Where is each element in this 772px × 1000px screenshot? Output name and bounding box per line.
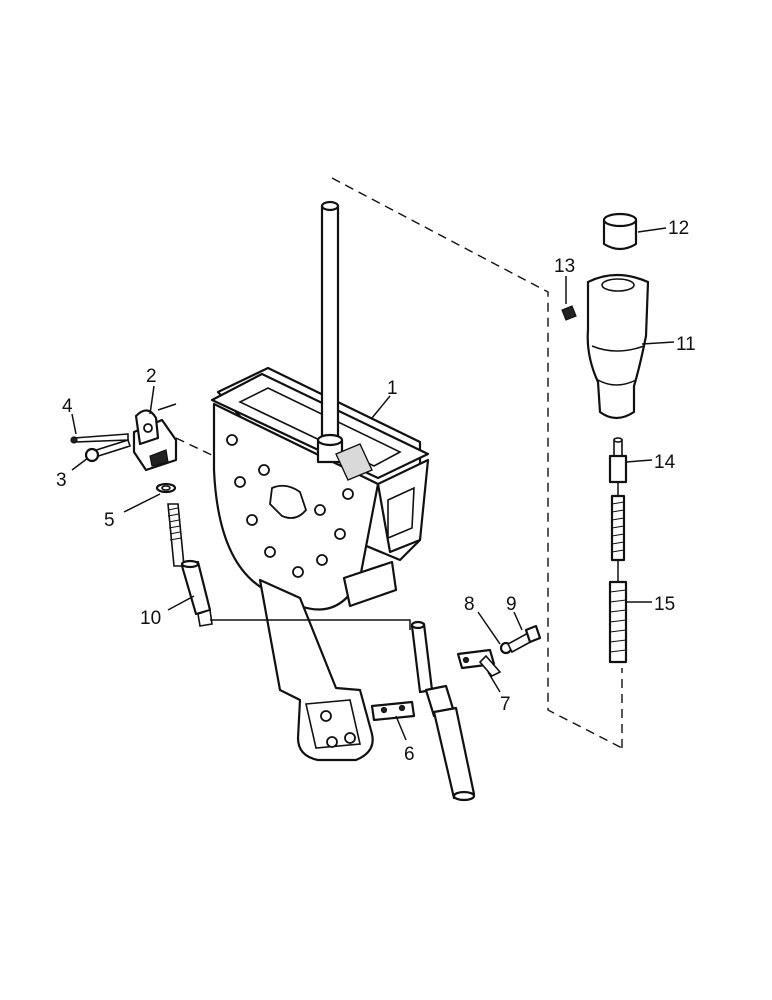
part-1-shift-housing: [210, 200, 430, 762]
part-15-thread: [609, 501, 627, 653]
housing-plate-holes: [226, 434, 354, 578]
callout-9: 9: [506, 594, 517, 615]
part-7-clip: [456, 648, 502, 677]
callout-14: 14: [654, 452, 676, 473]
part-9-bolt: [506, 624, 542, 654]
callout-6: 6: [404, 744, 415, 765]
callout-3: 3: [56, 470, 67, 491]
part-13-set-screw: [561, 305, 577, 321]
part-3-pin: [84, 439, 132, 463]
callout-1: 1: [387, 378, 398, 399]
part-2-clevis: [132, 403, 178, 472]
callout-4: 4: [62, 396, 73, 417]
part-14-sleeve: [608, 437, 628, 484]
part-5-washer: [155, 482, 177, 494]
part-4-screw: [70, 433, 129, 444]
part-10-thread: [167, 507, 182, 541]
assembly-alignment-line: [175, 177, 623, 749]
callout-5: 5: [104, 510, 115, 531]
callout-7: 7: [500, 694, 511, 715]
callout-labels: 1 2 3 4 5 6 7 8 9 10 11 12 13 14 15: [56, 218, 696, 765]
callout-12: 12: [668, 218, 689, 239]
callout-11: 11: [676, 334, 696, 355]
callout-10: 10: [140, 608, 161, 629]
callout-2: 2: [146, 366, 157, 387]
callout-13: 13: [554, 256, 575, 277]
callout-8: 8: [464, 594, 475, 615]
part-15-threaded-stud: [608, 482, 628, 664]
part-11-handle: [586, 273, 650, 420]
part-6-plate: [370, 700, 416, 722]
part-10-rod: [167, 503, 411, 630]
part-12-knob-cap: [602, 212, 638, 251]
callout-leaders: [71, 227, 675, 741]
lower-linkage-rod: [410, 620, 476, 802]
callout-15: 15: [654, 594, 675, 615]
